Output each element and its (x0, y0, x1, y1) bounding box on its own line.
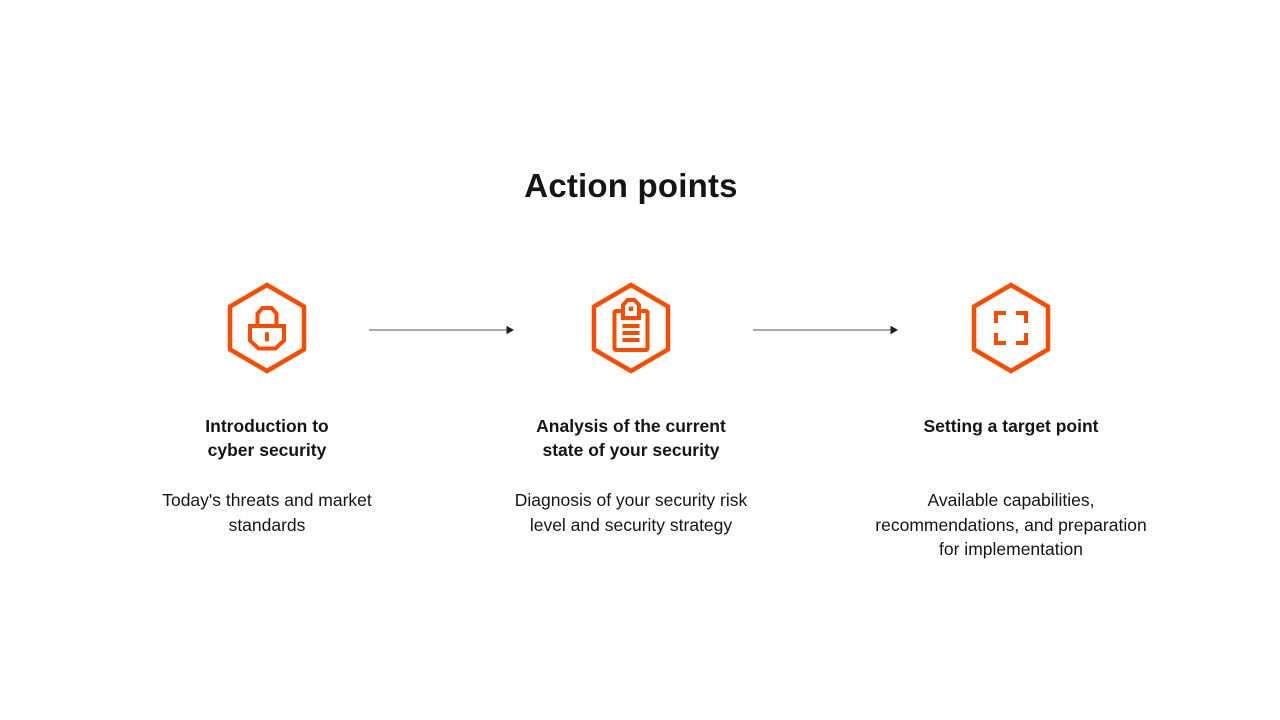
clipboard-hexagon-icon (451, 280, 811, 376)
step-description: Available capabilities, recommendations,… (875, 490, 1147, 559)
step-description: Today's threats and market standards (162, 490, 372, 535)
step-analysis: Analysis of the current state of your se… (451, 280, 811, 537)
page-title: Action points (524, 167, 738, 204)
step-heading: Analysis of the current state of your se… (536, 416, 726, 460)
step-introduction: Introduction to cyber security Today's t… (87, 280, 447, 537)
step-target: Setting a target point Available capabil… (831, 280, 1191, 562)
lock-hexagon-icon (87, 280, 447, 376)
step-heading: Introduction to cyber security (205, 416, 329, 460)
arrow-right-icon (753, 325, 898, 335)
arrow-right-icon (369, 325, 514, 335)
step-description: Diagnosis of your security risk level an… (514, 490, 748, 535)
target-hexagon-icon (831, 280, 1191, 376)
step-heading: Setting a target point (923, 416, 1099, 436)
